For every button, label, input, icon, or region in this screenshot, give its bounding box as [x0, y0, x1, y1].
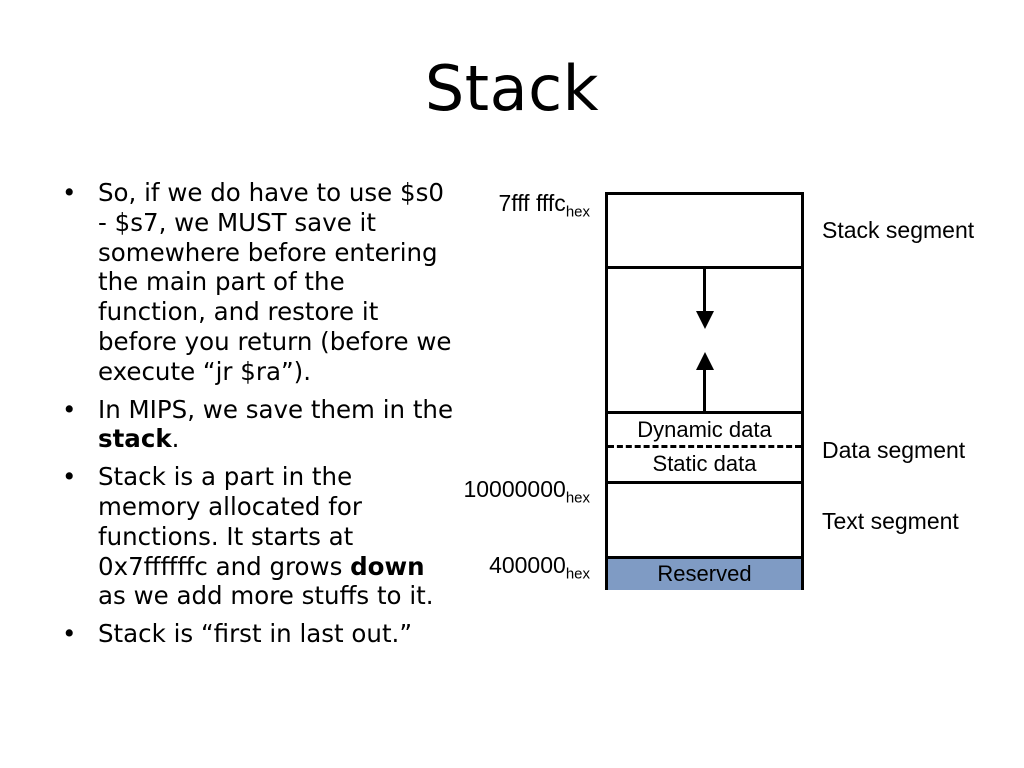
- arrow-stack-grows-down-stem: [703, 266, 706, 311]
- list-item: • Stack is a part in the memory allocate…: [56, 462, 460, 611]
- address-label-stack-top: 7fff fffchex: [498, 190, 590, 221]
- region-label-reserved: Reserved: [657, 561, 752, 586]
- region-label-static-data: Static data: [652, 451, 757, 476]
- memory-map-box: Dynamic data Static data Reserved: [605, 192, 804, 590]
- divider-dynamic-top: [608, 411, 801, 414]
- bullet-list: • So, if we do have to use $s0 - $s7, we…: [56, 178, 460, 657]
- divider-static-bottom: [608, 481, 801, 484]
- arrow-stack-grows-down-head: [695, 311, 714, 329]
- address-label-text-start: 400000hex: [489, 552, 590, 583]
- bullet-marker: •: [62, 394, 77, 424]
- bullet-text-mips-stack: In MIPS, we save them in the stack.: [98, 394, 454, 454]
- divider-reserved-top: [608, 556, 801, 559]
- region-label-dynamic-data: Dynamic data: [637, 417, 772, 442]
- arrow-heap-grows-up-head: [695, 352, 714, 370]
- bullet-text-stack-memory: Stack is a part in the memory allocated …: [98, 462, 434, 611]
- list-item: • So, if we do have to use $s0 - $s7, we…: [56, 178, 460, 387]
- bullet-text-filo: Stack is “first in last out.”: [98, 619, 413, 649]
- memory-layout-diagram: 7fff fffchex 10000000hex 400000hex Dynam…: [430, 180, 1024, 600]
- bullet-marker: •: [62, 178, 77, 207]
- bullet-text-registers-save: So, if we do have to use $s0 - $s7, we M…: [98, 178, 452, 386]
- address-label-static-data: 10000000hex: [463, 476, 590, 507]
- divider-dynamic-static-dashed: [608, 445, 801, 448]
- page-title: Stack: [424, 52, 600, 125]
- bullet-marker: •: [62, 462, 77, 492]
- region-reserved-fill: [608, 556, 801, 590]
- arrow-heap-grows-up-stem: [703, 370, 706, 411]
- list-item: • Stack is “first in last out.”: [56, 619, 460, 649]
- segment-label-data: Data segment: [822, 437, 966, 463]
- segment-label-text: Text segment: [822, 508, 959, 534]
- segment-label-stack: Stack segment: [822, 217, 975, 243]
- list-item: • In MIPS, we save them in the stack.: [56, 395, 460, 455]
- bullet-marker: •: [62, 619, 77, 649]
